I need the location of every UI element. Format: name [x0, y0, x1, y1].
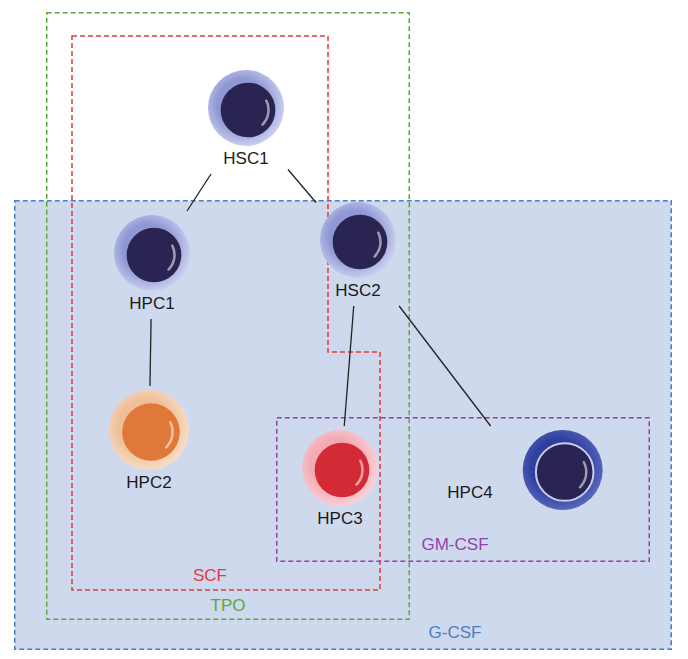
node-label: TPO [211, 596, 246, 616]
lineage-line [288, 170, 316, 203]
node-label: HPC1 [129, 294, 174, 314]
cell-node: HSC1 [206, 68, 286, 172]
node-label: SCF [193, 566, 227, 586]
node-label: HPC3 [317, 509, 362, 529]
cell-node: HSC2 [318, 200, 398, 304]
node-label: HPC4 [447, 483, 492, 503]
node-label: HSC1 [223, 149, 268, 169]
lineage-line [187, 174, 211, 211]
cell-node: HPC3 [300, 428, 380, 532]
cell-node: HPC4 [443, 428, 605, 512]
node-label: G-CSF [429, 623, 482, 643]
node-label: GM-CSF [421, 535, 488, 555]
cell-node: HPC1 [112, 213, 192, 317]
lineage-line [150, 319, 151, 386]
lineage-line [344, 306, 353, 426]
node-label: HSC2 [335, 281, 380, 301]
node-label: HPC2 [126, 473, 171, 493]
cell-node: HPC2 [107, 388, 191, 496]
lineage-line [399, 306, 490, 426]
